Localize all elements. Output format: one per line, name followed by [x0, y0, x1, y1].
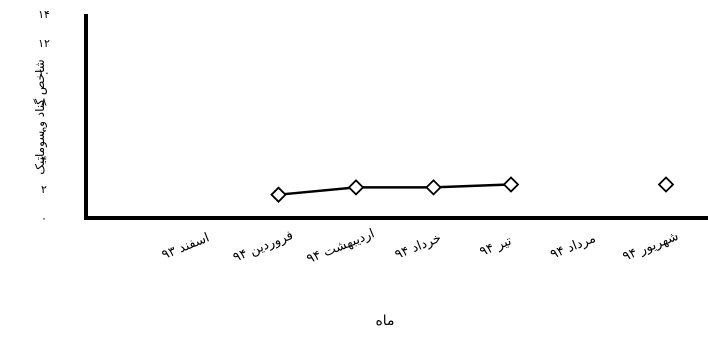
- x-tick-labels: اسفند ۹۳ فروردین ۹۴ اردیبهشت ۹۴ خرداد ۹۴ تیر…: [160, 226, 708, 267]
- data-point-marker: [504, 177, 518, 191]
- x-tick-label: تیر ۹۴: [478, 234, 514, 260]
- x-tick-label: خرداد ۹۴: [393, 231, 444, 263]
- x-tick-label: اردیبهشت ۹۴: [305, 226, 377, 267]
- series-line: [279, 184, 512, 194]
- y-tick-label: ۰: [41, 212, 47, 225]
- y-tick-label: ۱۲: [38, 37, 50, 50]
- data-point-marker: [349, 180, 363, 194]
- series-group: [272, 177, 674, 201]
- y-tick-label: ۲: [41, 183, 47, 196]
- x-tick-label: فروردین ۹۴: [231, 228, 295, 266]
- x-tick-label: شهریور ۹۴: [621, 229, 681, 265]
- y-tick-label: ۱۴: [38, 8, 50, 21]
- data-point-marker: [659, 177, 673, 191]
- y-axis-label: شاخص گناد و سوماتیک: [33, 59, 48, 174]
- axes: [84, 14, 708, 220]
- data-point-marker: [427, 180, 441, 194]
- x-tick-label: مرداد ۹۴: [548, 231, 598, 263]
- x-axis-label: ماه: [375, 313, 394, 329]
- x-tick-label: اسفند ۹۳: [160, 230, 212, 263]
- data-point-marker: [272, 188, 286, 202]
